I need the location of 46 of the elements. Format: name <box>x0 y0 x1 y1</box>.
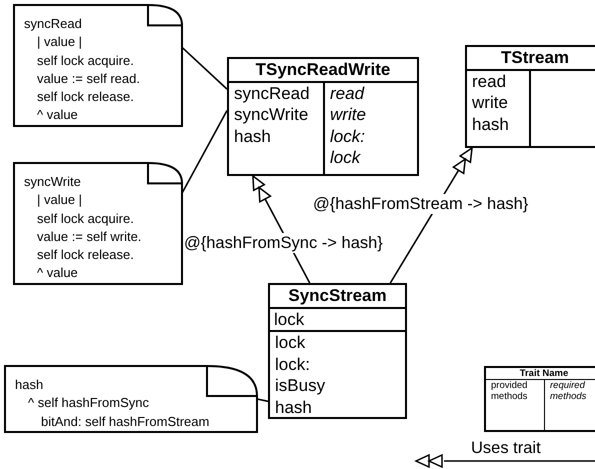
class-box <box>484 366 595 432</box>
code-line: ^ value <box>36 106 78 124</box>
code-line: ^ self hashFromSync <box>27 394 149 412</box>
edge-label: @{hashFromSync -> hash} <box>184 233 383 253</box>
method-name: hash <box>275 396 312 418</box>
class-name: TStream <box>467 47 595 70</box>
method-name: provided methods <box>491 380 528 402</box>
edge-label: @{hashFromStream -> hash} <box>313 194 528 214</box>
method-name: hash <box>472 114 509 135</box>
code-line: self lock release. <box>36 88 134 106</box>
legend-label: Uses trait <box>471 439 541 458</box>
code-line: value := self write. <box>36 228 142 246</box>
method-name: isBusy <box>275 375 326 396</box>
method-name: hash <box>234 126 271 147</box>
code-line: bitAnd: self hashFromStream <box>40 412 210 431</box>
connector-line <box>181 46 228 90</box>
attribute-name: lock <box>274 308 304 330</box>
code-line: self lock release. <box>36 246 134 264</box>
method-name: write <box>472 92 508 114</box>
code-line: syncRead <box>24 15 82 33</box>
required-method-name: write <box>330 104 366 126</box>
code-line: self lock acquire. <box>36 210 134 228</box>
code-line: | value | <box>36 33 82 52</box>
code-line: self lock acquire. <box>36 52 134 70</box>
code-line: syncWrite <box>24 173 81 191</box>
class-name: SyncStream <box>270 285 405 308</box>
code-line: ^ value <box>36 264 78 282</box>
class-name: Trait Name <box>486 368 595 380</box>
code-line: hash <box>15 376 44 394</box>
required-method-name: lock: <box>330 126 365 147</box>
connector-line <box>256 398 268 402</box>
method-name: syncWrite <box>234 104 308 126</box>
class-name: TSyncReadWrite <box>229 59 417 82</box>
class-box <box>465 45 595 148</box>
connector-line <box>181 110 228 194</box>
required-method-name: lock <box>330 147 360 168</box>
method-name: lock <box>275 332 306 354</box>
code-line: | value | <box>36 191 82 210</box>
required-method-name: read <box>330 82 364 104</box>
method-name: read <box>472 70 506 92</box>
code-line: value := self read. <box>36 70 140 88</box>
required-method-name: required methods <box>550 380 588 402</box>
class-box <box>268 283 407 419</box>
method-name: lock: <box>275 354 310 375</box>
method-name: syncRead <box>234 82 310 104</box>
class-box <box>227 57 419 176</box>
